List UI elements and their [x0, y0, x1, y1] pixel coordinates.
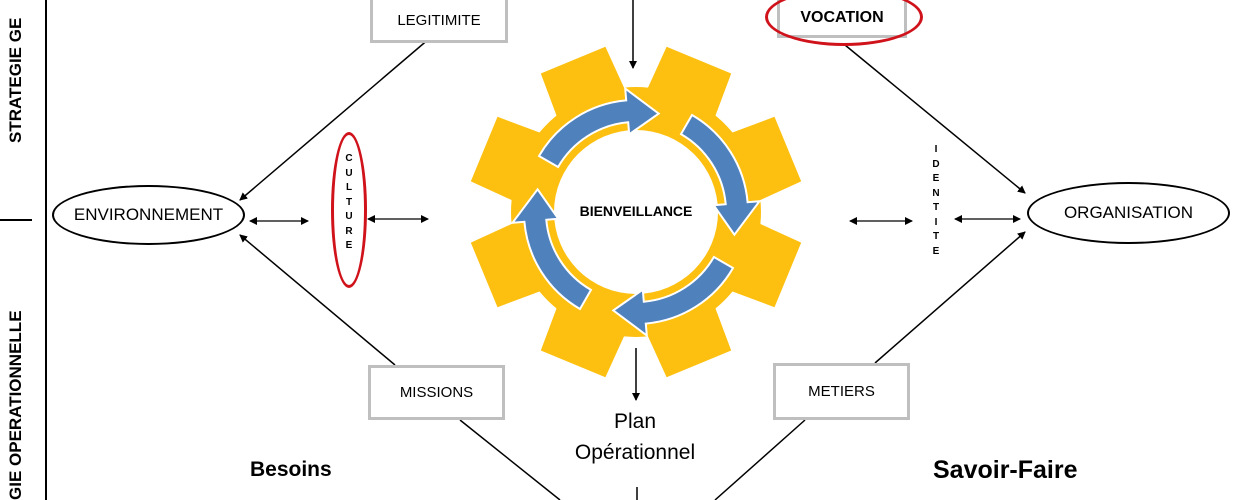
line-metiers-bottom — [714, 419, 806, 500]
node-environnement: ENVIRONNEMENT — [52, 185, 245, 245]
cycle-arrow-icon — [510, 187, 593, 311]
label-besoins: Besoins — [250, 458, 332, 481]
cycle-arrow-icon — [537, 86, 661, 169]
cycle-arrow-icon — [679, 113, 762, 237]
plan-line2: Opérationnel — [574, 441, 696, 464]
highlight-culture — [331, 132, 367, 288]
letter: I — [934, 216, 938, 228]
cycle-arrows — [510, 86, 762, 338]
side-label-strategie: STRATEGIE GE — [6, 17, 25, 143]
letter: U — [345, 167, 353, 179]
box-legitimite: LEGITIMITE — [370, 0, 508, 43]
letter: U — [345, 211, 353, 222]
letter: L — [345, 182, 353, 193]
label-savoir-faire: Savoir-Faire — [933, 456, 1078, 484]
node-organisation: ORGANISATION — [1027, 182, 1230, 244]
letter: T — [932, 202, 940, 213]
arrow-vocation-org — [844, 44, 1026, 194]
gear-hole — [554, 130, 718, 294]
box-metiers: METIERS — [773, 363, 910, 420]
box-missions: MISSIONS — [368, 365, 505, 420]
plan-line1: Plan — [613, 410, 657, 433]
cycle-arrow-icon — [611, 255, 735, 338]
center-label: BIENVEILLANCE — [579, 203, 693, 219]
letter: N — [932, 187, 940, 199]
arrow-missions-env — [239, 234, 396, 366]
line-missions-bottom — [459, 419, 561, 500]
letter: E — [932, 173, 940, 184]
letter: R — [345, 225, 353, 237]
letter: I — [934, 144, 938, 155]
letter: E — [932, 245, 940, 257]
letter: E — [345, 240, 353, 251]
letter: D — [932, 158, 940, 170]
arrow-legitimite-env — [239, 37, 431, 201]
letter: T — [345, 196, 353, 208]
side-label-operationnelle: GIE OPERATIONNELLE — [6, 310, 25, 500]
letter: T — [932, 231, 940, 242]
letter: C — [345, 153, 353, 164]
arrow-metiers-org — [874, 231, 1026, 364]
